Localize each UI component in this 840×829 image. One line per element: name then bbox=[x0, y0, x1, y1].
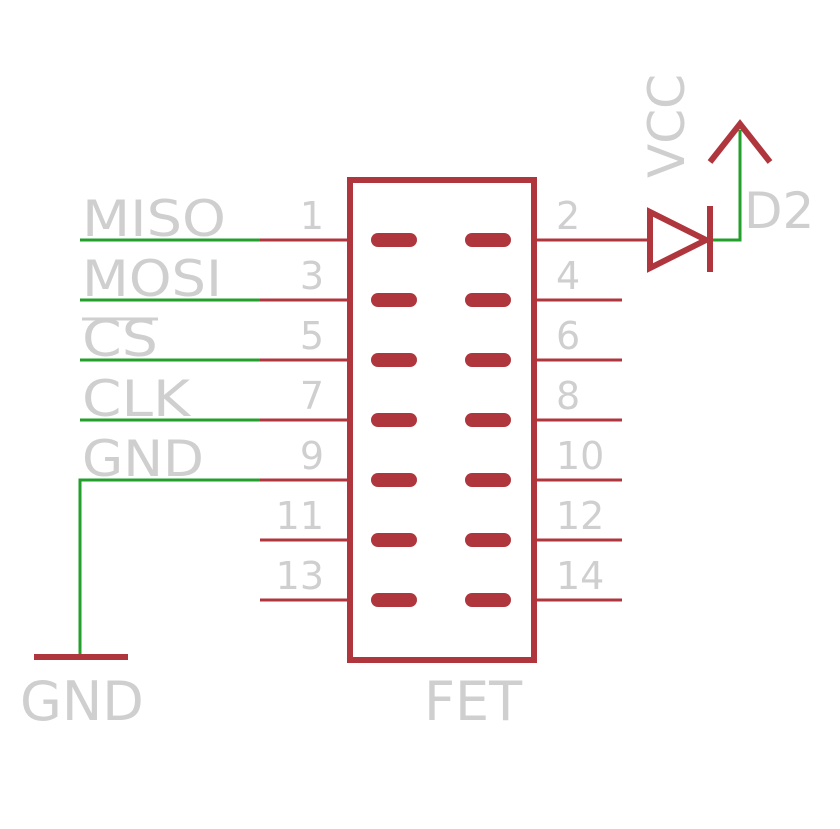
pin-number-7: 7 bbox=[300, 374, 324, 418]
pads-left bbox=[371, 233, 417, 607]
pin-number-13: 13 bbox=[276, 554, 324, 598]
pin-number-10: 10 bbox=[556, 434, 604, 478]
pin-number-6: 6 bbox=[556, 314, 580, 358]
net-vcc-wire bbox=[710, 130, 742, 242]
diode-triangle bbox=[647, 207, 713, 273]
net-label-gnd: GND bbox=[82, 430, 204, 488]
pin-number-3: 3 bbox=[300, 254, 324, 298]
pads-right bbox=[465, 233, 511, 607]
vcc-arrow-symbol bbox=[707, 119, 773, 164]
net-wires bbox=[78, 130, 742, 656]
pin-number-11: 11 bbox=[276, 494, 324, 538]
pin-number-8: 8 bbox=[556, 374, 580, 418]
pin-number-4: 4 bbox=[556, 254, 580, 298]
pin-number-1: 1 bbox=[300, 194, 324, 238]
net-label-clk: CLK bbox=[82, 370, 191, 428]
pin-number-12: 12 bbox=[556, 494, 604, 538]
pin-number-14: 14 bbox=[556, 554, 604, 598]
pin-number-2: 2 bbox=[556, 194, 580, 238]
right-pin-stubs bbox=[534, 238, 622, 602]
diode-label: D2 bbox=[744, 182, 814, 240]
diode-d2 bbox=[622, 206, 713, 273]
net-label-mosi: MOSI bbox=[82, 250, 222, 308]
net-gnd-wire bbox=[78, 478, 260, 656]
vcc-label: VCC bbox=[638, 74, 696, 178]
net-label-miso: MISO bbox=[82, 190, 226, 248]
ground-label: GND bbox=[20, 670, 144, 733]
pin-number-5: 5 bbox=[300, 314, 324, 358]
connector-name-label: FET bbox=[424, 670, 523, 733]
pin-number-9: 9 bbox=[300, 434, 324, 478]
left-pin-stubs bbox=[260, 238, 350, 602]
